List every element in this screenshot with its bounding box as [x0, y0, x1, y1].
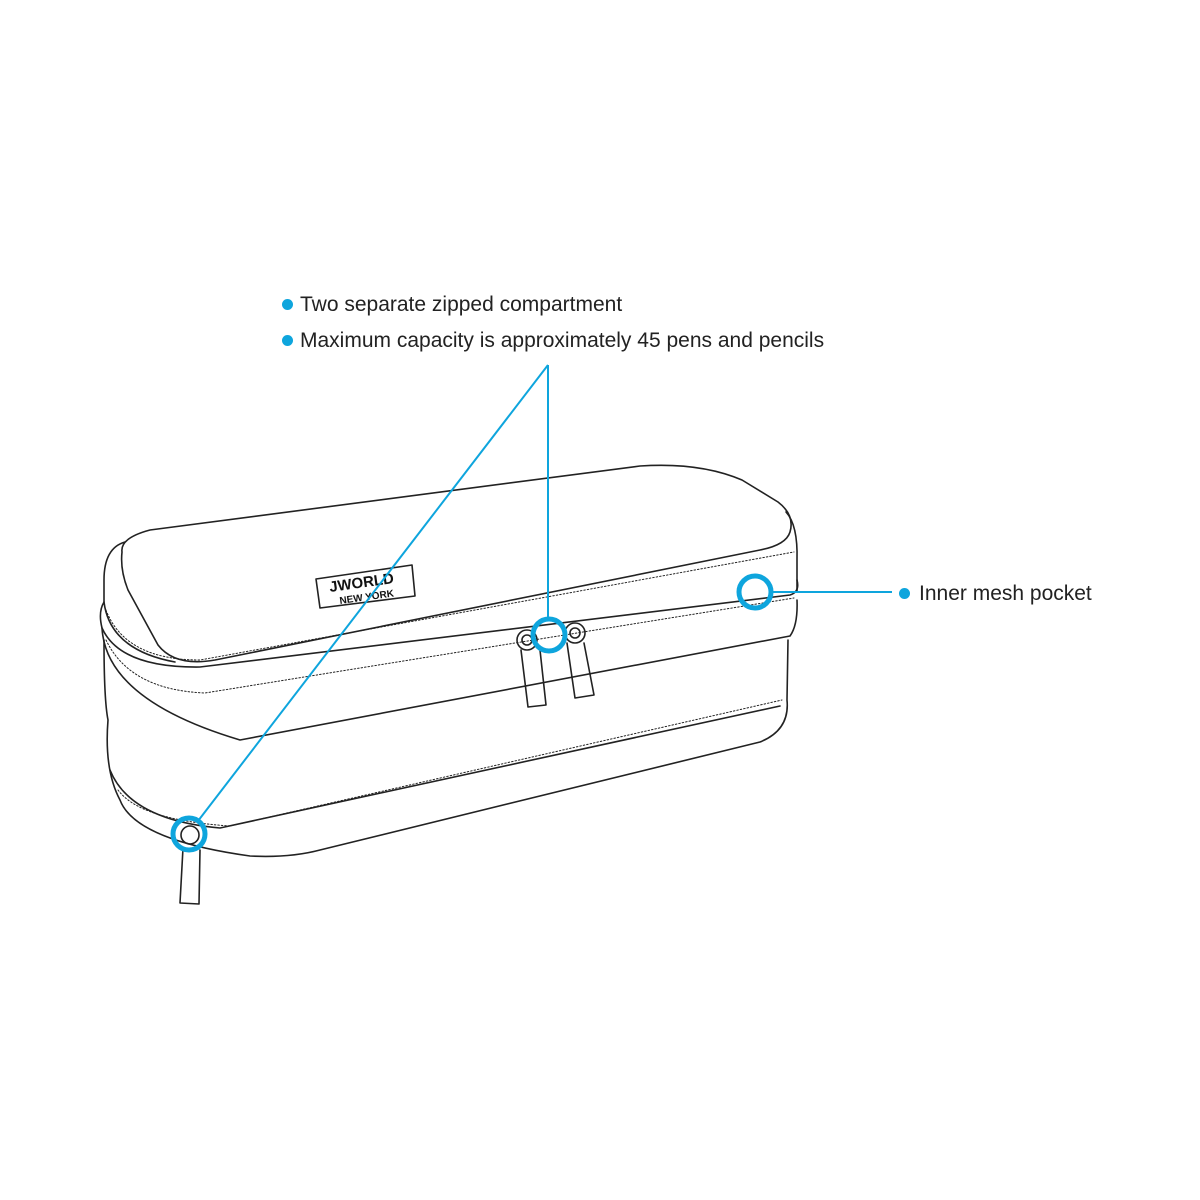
- body-outline-top: [103, 541, 176, 663]
- logo-patch: [315, 564, 416, 609]
- callout-mesh-pocket: Inner mesh pocket: [919, 582, 1092, 605]
- zipper-pull-bottom: [179, 847, 201, 905]
- highlight-ring-bottom-zip: [170, 815, 208, 853]
- bullet-dot-icon: [282, 335, 293, 346]
- zipper-pull-right: [566, 642, 595, 699]
- zipper-pull-left: [520, 649, 547, 708]
- bullet-dot-icon: [899, 588, 910, 599]
- body-outline-bottom: [103, 639, 789, 858]
- callout-line-bottom-zip: [197, 364, 549, 822]
- lid-outline: [120, 464, 792, 663]
- highlight-ring-top-zip: [530, 616, 568, 654]
- callout-capacity: Maximum capacity is approximately 45 pen…: [300, 329, 825, 352]
- callout-compartment: Two separate zipped compartment: [300, 293, 623, 316]
- highlight-ring-mesh: [736, 573, 774, 611]
- bullet-dot-icon: [282, 299, 293, 310]
